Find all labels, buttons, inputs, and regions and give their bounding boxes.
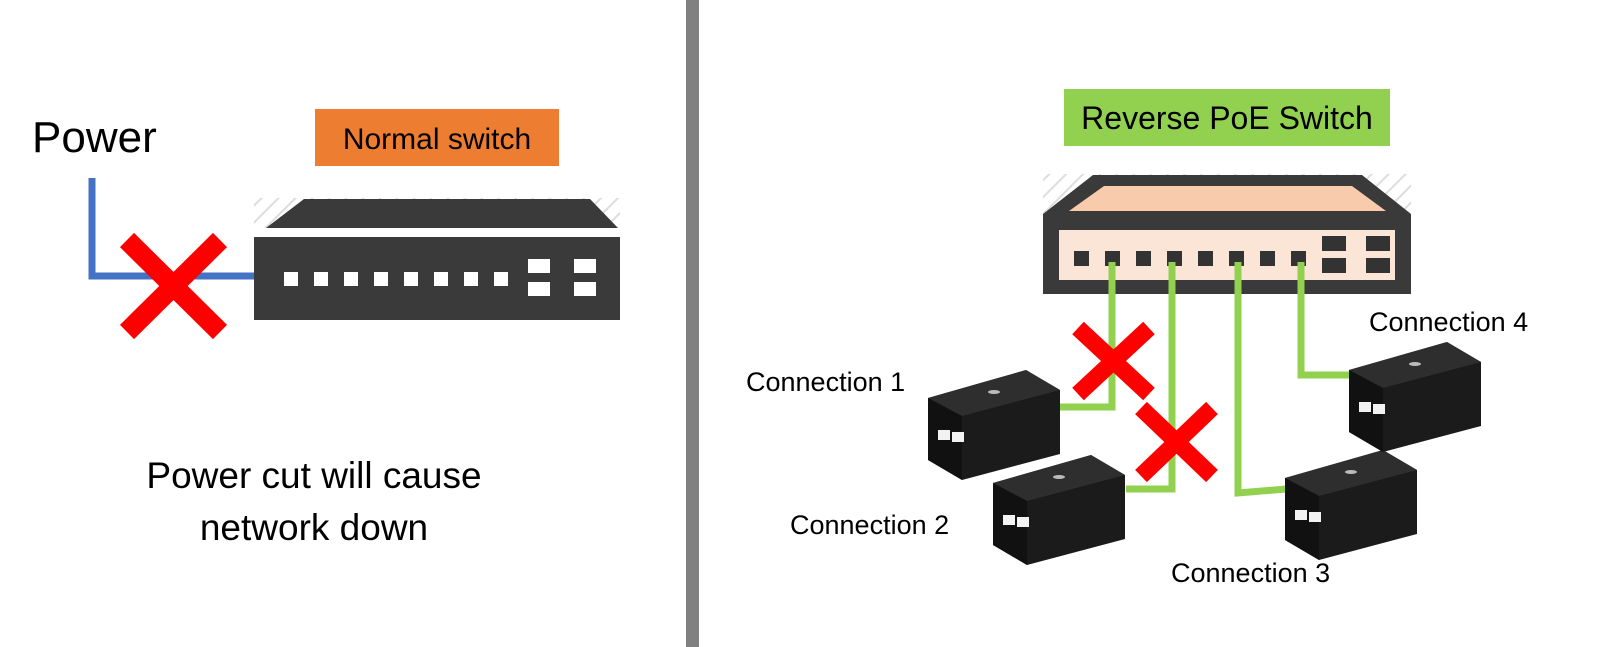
reverse-poe-switch-tag: Reverse PoE Switch	[1064, 89, 1390, 146]
poe-cables	[1060, 262, 1350, 497]
poe-injector-icon	[1285, 450, 1417, 560]
caption-line-2: network down	[200, 507, 428, 548]
poe-injector-icon	[993, 455, 1125, 565]
connection-4-label: Connection 4	[1369, 307, 1528, 337]
cross-icon	[1135, 401, 1218, 483]
poe-injector-icon	[928, 370, 1060, 480]
normal-switch-tag: Normal switch	[315, 109, 559, 166]
right-panel: Reverse PoE Switch	[746, 89, 1528, 588]
connection-2-label: Connection 2	[790, 510, 949, 540]
network-switch-icon	[254, 198, 620, 320]
panel-divider	[686, 0, 699, 647]
cable-connection-1	[1060, 262, 1116, 411]
reverse-poe-switch-label: Reverse PoE Switch	[1081, 100, 1373, 136]
caption-line-1: Power cut will cause	[146, 455, 481, 496]
normal-switch-tag-bg	[315, 109, 559, 166]
cable-connection-2	[1126, 262, 1176, 493]
power-label: Power	[32, 113, 157, 162]
cable-connection-3	[1234, 262, 1287, 497]
reverse-poe-switch-icon	[1043, 174, 1411, 294]
left-panel: Power Normal switch Powe	[32, 109, 620, 548]
normal-switch-label: Normal switch	[343, 123, 531, 156]
power-cable	[88, 178, 256, 280]
connection-1-label: Connection 1	[746, 367, 905, 397]
poe-injector-icon	[1349, 342, 1481, 452]
reverse-poe-tag-bg	[1064, 89, 1390, 146]
cross-icon	[1072, 321, 1155, 401]
cable-connection-4	[1297, 262, 1350, 379]
connection-3-label: Connection 3	[1171, 558, 1330, 588]
cross-icon	[119, 232, 228, 340]
